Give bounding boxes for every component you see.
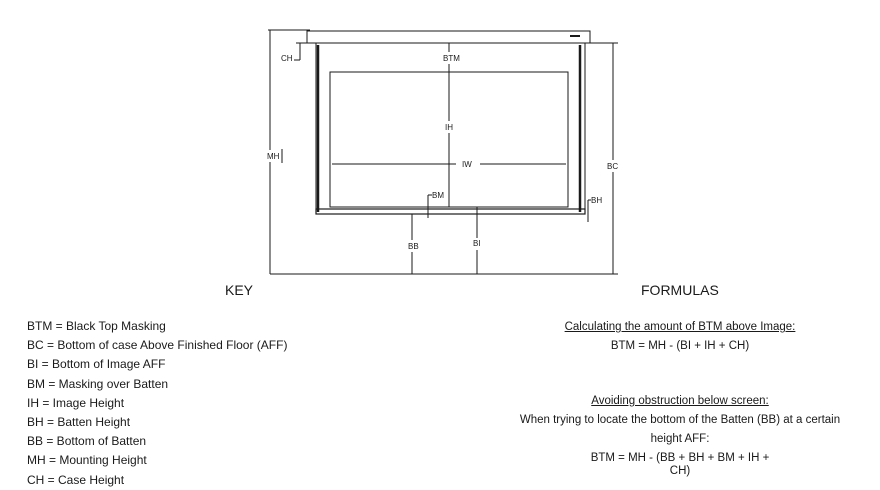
bi-label: BI (473, 239, 481, 248)
formula-obstruction-description-cont: height AFF: (650, 433, 710, 445)
key-item-bc: BC = Bottom of case Above Finished Floor… (27, 338, 288, 353)
key-item-mh: MH = Mounting Height (27, 453, 147, 468)
screen-case (306, 30, 591, 44)
bm-label: BM (432, 191, 444, 200)
formula-section-obstruction-title: Avoiding obstruction below screen: (591, 395, 769, 407)
formula-section-btm-title: Calculating the amount of BTM above Imag… (564, 321, 796, 333)
key-item-btm: BTM = Black Top Masking (27, 319, 166, 333)
bh-label: BH (591, 196, 602, 205)
ch-label: CH (281, 54, 293, 63)
key-list: BTM = Black Top Masking BC = Bottom of c… (27, 317, 287, 490)
formulas-heading: FORMULAS (641, 282, 719, 298)
key-item-bi: BI = Bottom of Image AFF (27, 357, 166, 372)
key-item-bb: BB = Bottom of Batten (27, 434, 147, 449)
screen-dimension-diagram: CH BTM IH MH IW BC BM BH BB BI (267, 29, 619, 275)
key-item-ih: IH = Image Height (27, 395, 125, 410)
iw-label: IW (462, 160, 472, 169)
ih-label: IH (445, 123, 453, 132)
formula-section-obstruction: Avoiding obstruction below screen: When … (500, 392, 860, 478)
formula-section-btm: Calculating the amount of BTM above Imag… (500, 318, 860, 356)
key-heading: KEY (225, 282, 254, 298)
batten (315, 208, 586, 215)
btm-label: BTM (443, 54, 460, 63)
key-item-ch: CH = Case Height (27, 472, 125, 487)
formula-btm: BTM = MH - (BI + IH + CH) (610, 340, 750, 352)
key-item-bm: BM = Masking over Batten (27, 376, 169, 391)
bb-label: BB (408, 242, 419, 251)
formula-obstruction: BTM = MH - (BB + BH + BM + IH + CH) (590, 452, 770, 477)
formula-obstruction-description: When trying to locate the bottom of the … (519, 414, 841, 426)
bc-label: BC (607, 162, 618, 171)
mh-label: MH (267, 152, 280, 161)
key-item-bh: BH = Batten Height (27, 414, 131, 429)
